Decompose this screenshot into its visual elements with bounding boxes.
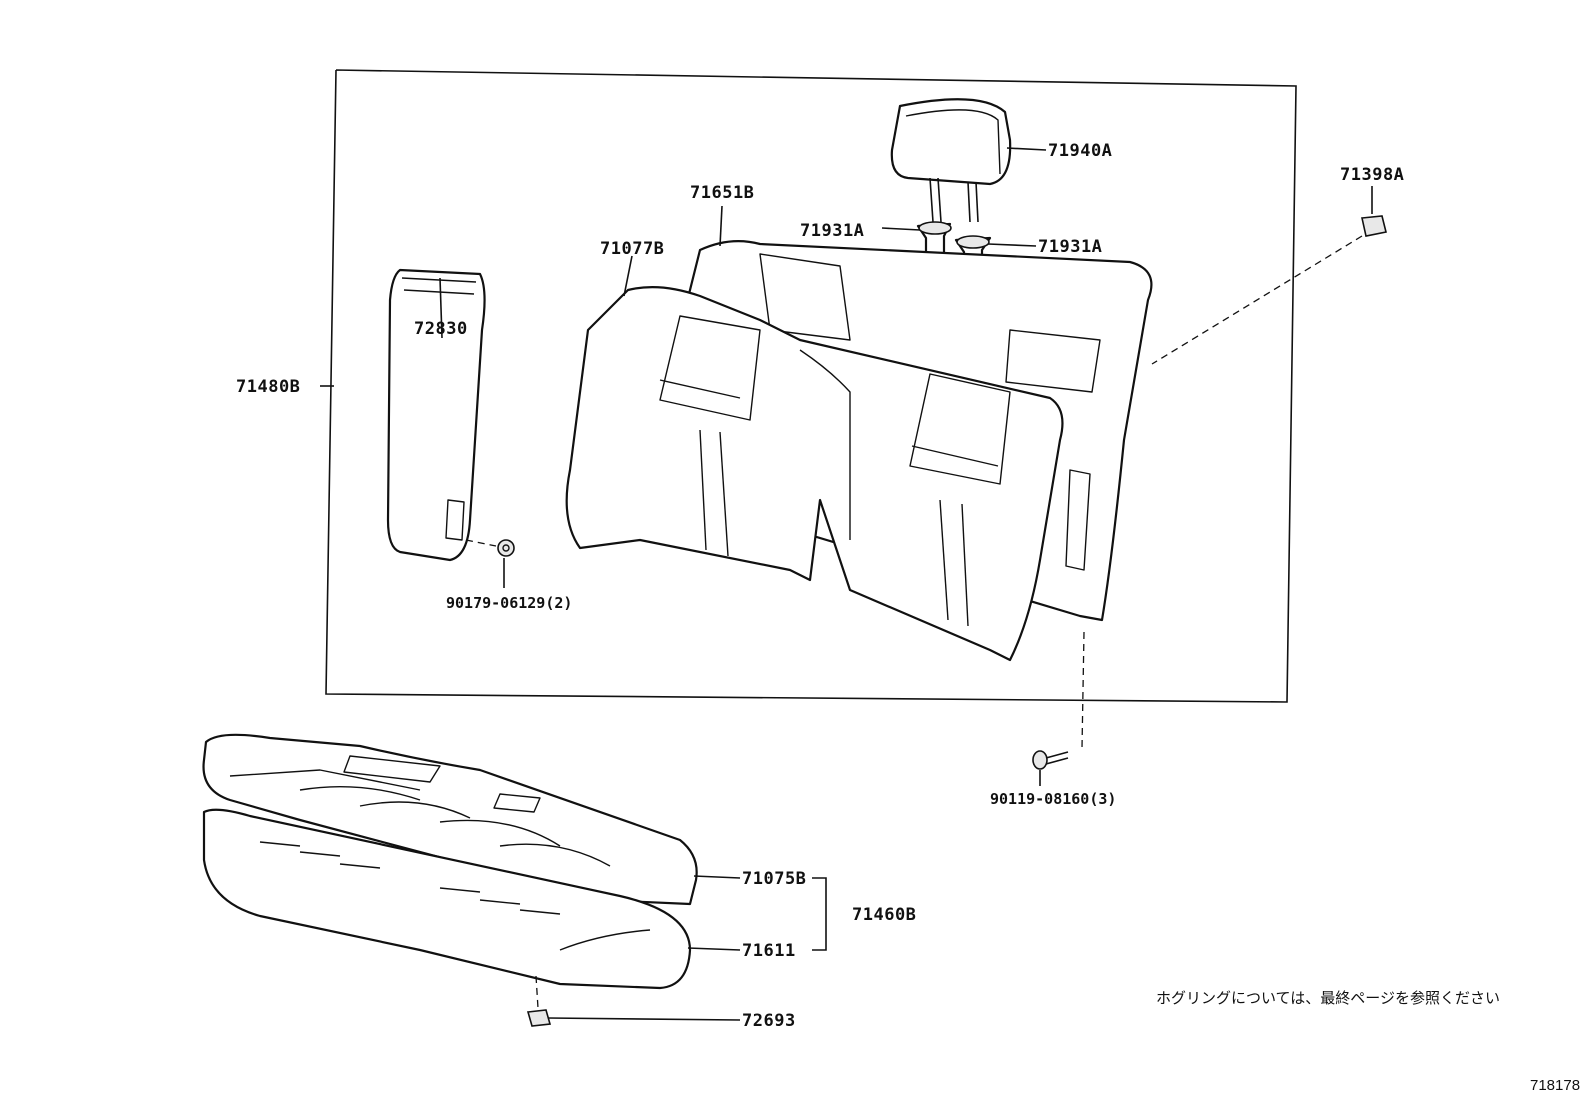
figure-number: 718178 [1530,1077,1580,1094]
label-clip: 72693 [742,1011,796,1031]
clip-part [526,1009,552,1027]
hog-ring-note: ホグリングについては、最終ページを参照ください [1156,989,1500,1007]
bolt-part [1032,750,1069,770]
label-bolt: 90119-08160(3) [990,790,1116,808]
seatback-part [565,286,1064,662]
label-back-assy: 71077B [600,239,664,259]
cushion-pad-part [202,808,692,990]
label-support-left: 71931A [800,221,864,241]
assembly-frame [325,69,1297,703]
hog-ring-part [1361,215,1387,237]
label-nut: 90179-06129(2) [446,594,572,612]
label-support-right: 71931A [1038,237,1102,257]
label-back-frame: 71480B [236,377,300,397]
label-armrest: 72830 [414,319,468,339]
nut-part [497,539,515,557]
label-hog-ring-top: 71398A [1340,165,1404,185]
armrest-part [386,268,486,562]
label-cover-upper: 71651B [690,183,754,203]
label-cushion-cover: 71075B [742,869,806,889]
label-headrest: 71940A [1048,141,1112,161]
headrest-part [890,98,1012,223]
label-cushion-pad: 71611 [742,941,796,961]
cushion-cover-part [202,733,698,906]
label-cushion-assy: 71460B [852,905,916,925]
